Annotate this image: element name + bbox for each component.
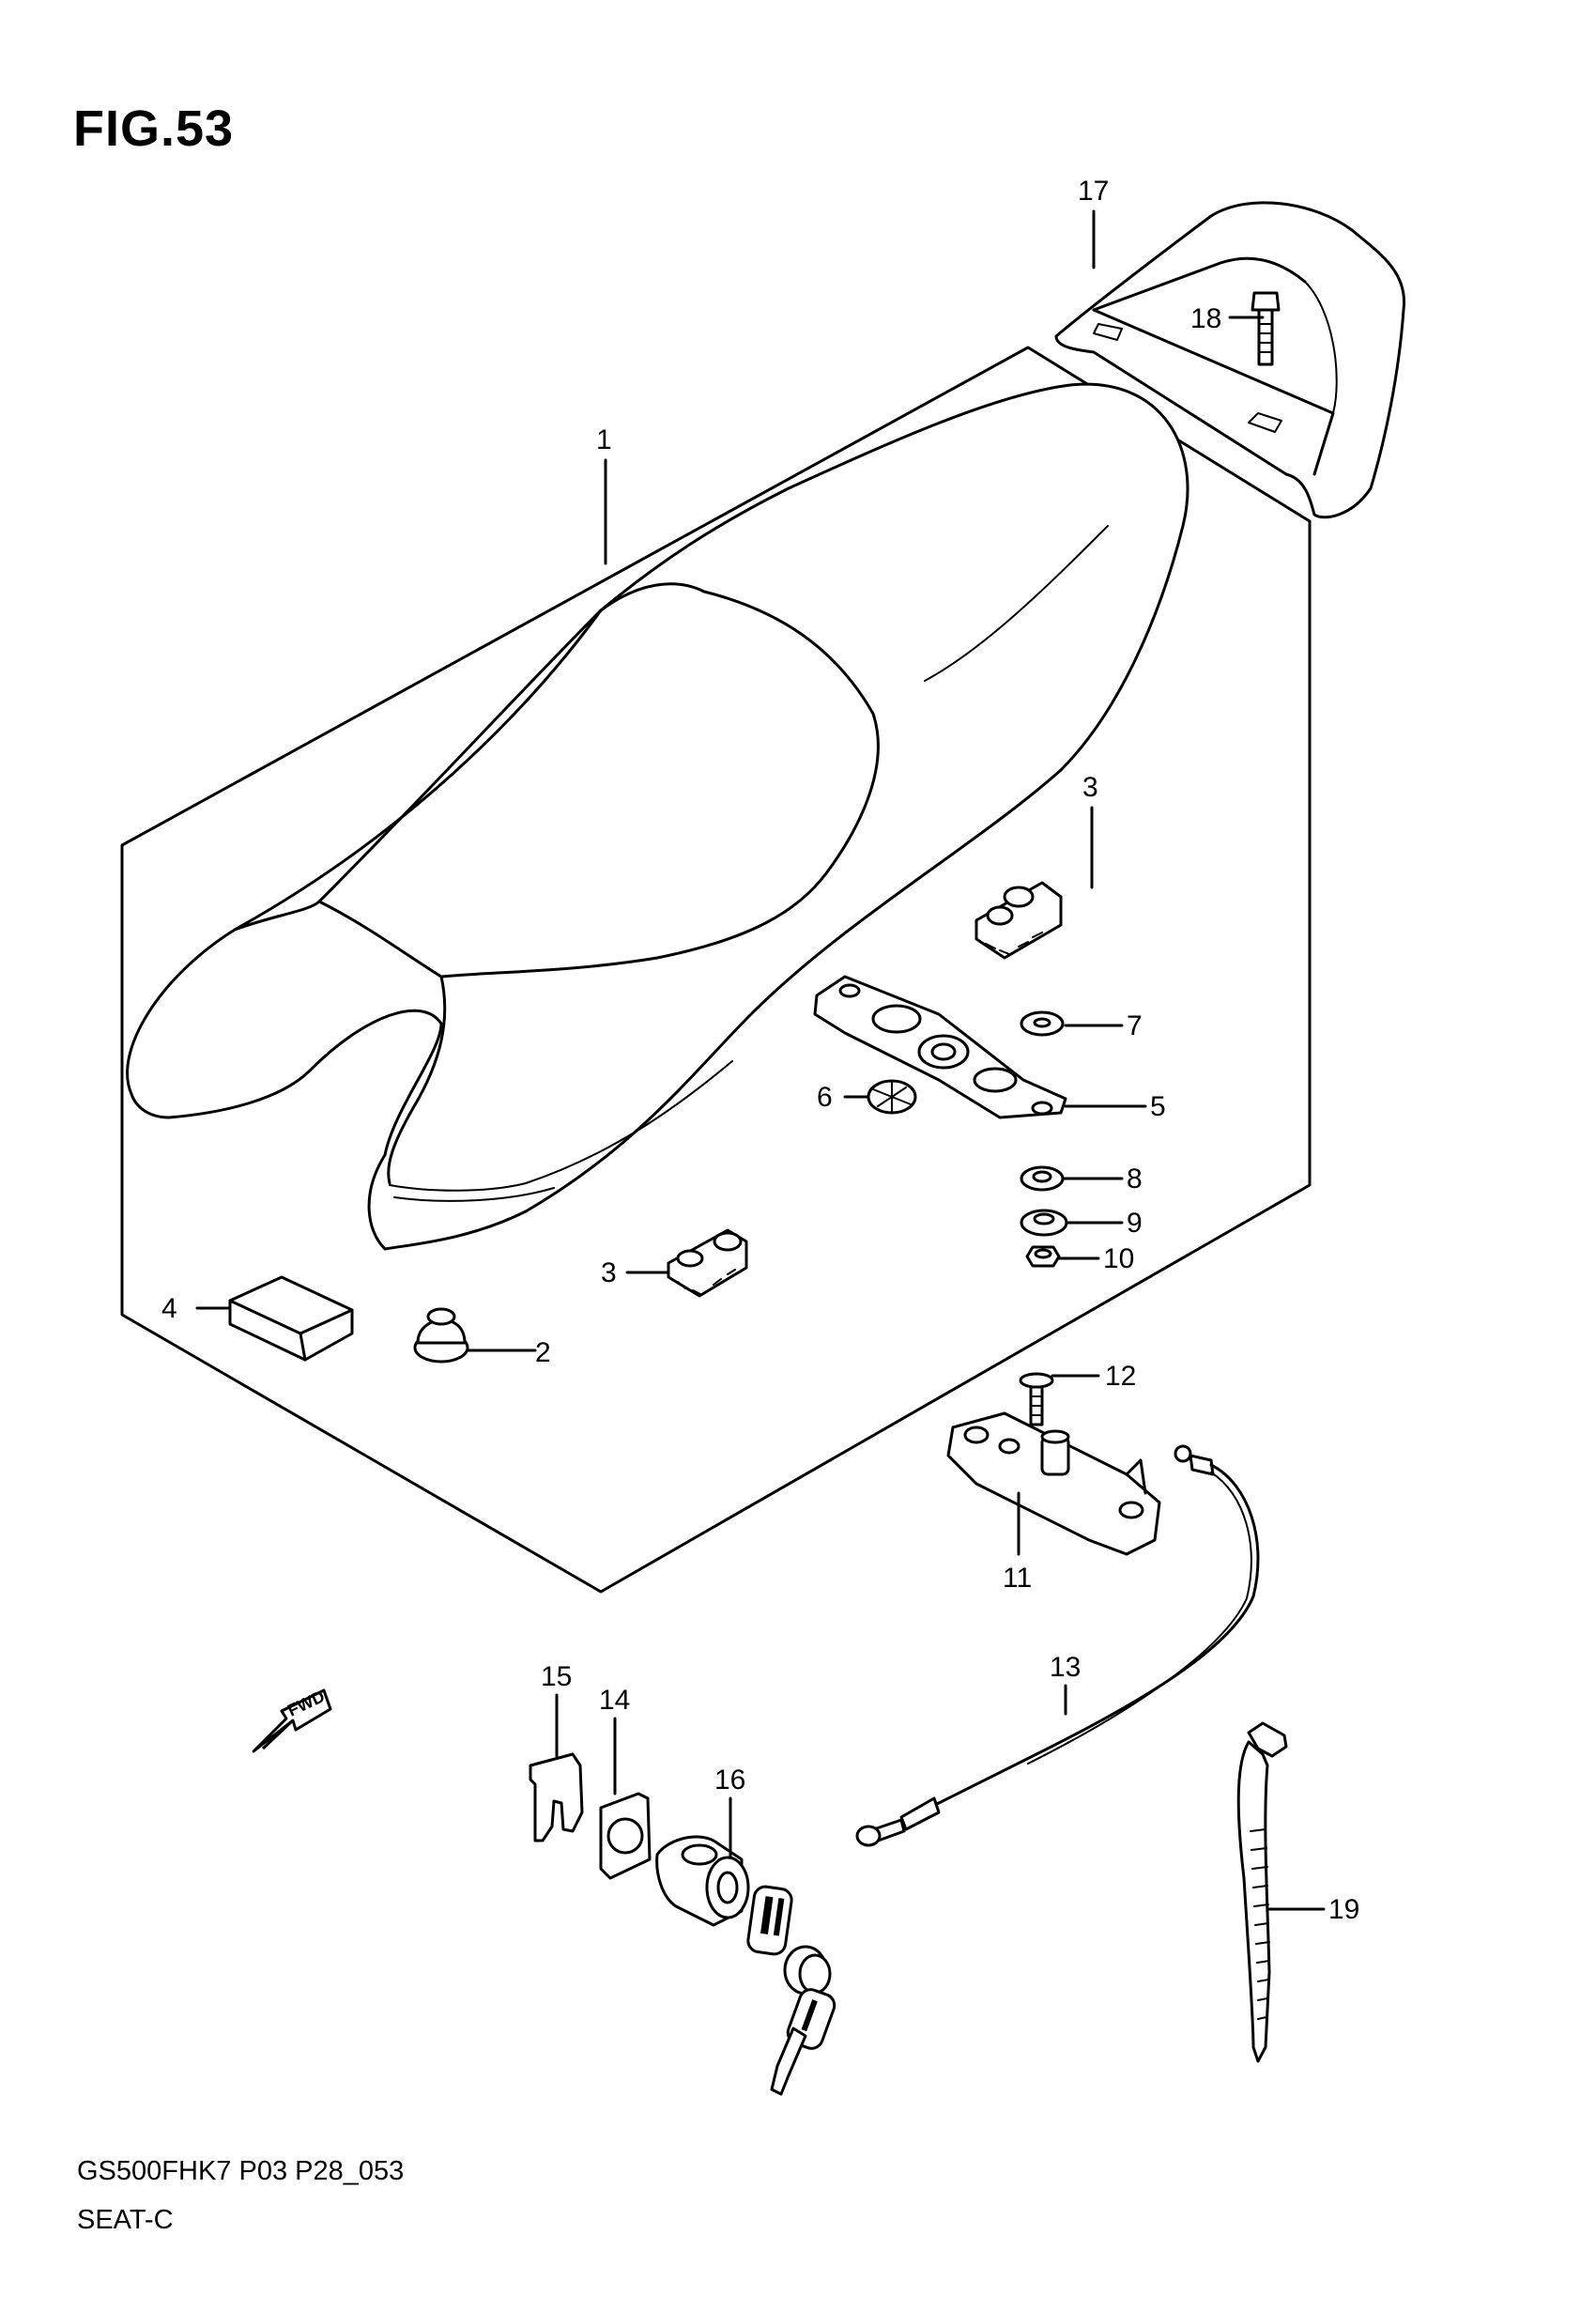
callout-15: 15 (541, 1661, 572, 1692)
callout-17: 17 (1078, 176, 1109, 207)
callout-10: 10 (1103, 1243, 1134, 1274)
callout-11: 11 (1003, 1563, 1032, 1594)
callout-8: 8 (1127, 1164, 1143, 1195)
callout-7: 7 (1127, 1010, 1143, 1041)
leader-lines (195, 209, 1326, 1911)
grommet-part-6 (867, 1079, 917, 1115)
tie-strap-part-19 (1236, 1721, 1288, 2063)
figure-title: FIG.53 (73, 100, 235, 157)
drawing-code: GS500FHK7 P03 P28_053 (77, 2156, 405, 2186)
clip-part-15 (529, 1752, 584, 1842)
callout-numbers: 1 2 3 3 4 5 6 7 8 9 10 11 12 13 14 15 16… (161, 176, 1359, 1925)
callout-2: 2 (535, 1337, 551, 1368)
callout-5: 5 (1150, 1091, 1166, 1122)
bolt-part-18 (1251, 291, 1281, 366)
assembly-frame (120, 346, 1312, 1594)
plate-part-14 (599, 1792, 652, 1880)
washer-part-7 (1020, 1010, 1065, 1037)
nut-part-10 (1025, 1245, 1061, 1268)
callout-4: 4 (161, 1293, 177, 1324)
callout-12: 12 (1105, 1361, 1136, 1392)
callout-6: 6 (817, 1082, 833, 1113)
pad-part-4 (228, 1275, 354, 1362)
washer-part-9 (1020, 1209, 1068, 1237)
cushion-part-3-lower (667, 1228, 748, 1298)
callout-19: 19 (1328, 1894, 1359, 1925)
grab-rail-part-17 (1054, 201, 1406, 519)
callout-14: 14 (599, 1685, 630, 1716)
screw-part-12 (1019, 1372, 1054, 1426)
callout-3-lower: 3 (601, 1257, 617, 1288)
forward-direction-arrow: FWD (252, 1687, 332, 1753)
callout-3-upper: 3 (1082, 772, 1098, 803)
washer-part-8 (1020, 1165, 1065, 1192)
latch-part-11 (946, 1411, 1161, 1556)
assembly-name: SEAT-C (77, 2205, 174, 2235)
bracket-part-5 (813, 975, 1067, 1119)
seat-part-1 (126, 382, 1189, 1251)
callout-9: 9 (1127, 1208, 1143, 1239)
callout-18: 18 (1190, 303, 1221, 334)
cable-part-13 (855, 1444, 1260, 1847)
lock-part-16 (655, 1835, 836, 2096)
cushion-part-3-upper (974, 881, 1063, 960)
callout-13: 13 (1050, 1652, 1081, 1683)
damper-part-2 (413, 1307, 469, 1364)
callout-16: 16 (714, 1765, 745, 1796)
callout-1: 1 (596, 424, 612, 455)
